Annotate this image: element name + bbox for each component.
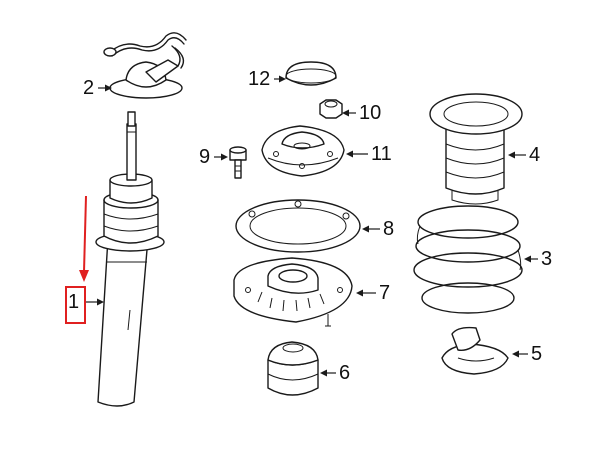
bolt-part [229,146,247,179]
gasket-part [235,199,361,253]
red-arrowhead [79,270,89,282]
callout-label-2[interactable]: 2 [83,77,95,99]
callout-label-3[interactable]: 3 [541,248,553,270]
red-highlight-box [65,286,86,324]
leader-lines [84,75,538,377]
callout-label-7[interactable]: 7 [379,282,391,304]
lower-mount-plate-part [233,257,353,327]
callout-label-5[interactable]: 5 [531,343,543,365]
nut-part [319,99,343,119]
coil-spring-part [413,205,523,314]
callout-label-8[interactable]: 8 [383,218,395,240]
strut-part [95,111,165,407]
callout-1-highlight [65,195,89,324]
cap-part [285,61,337,86]
red-arrow-icon [83,195,87,273]
callout-label-9[interactable]: 9 [199,146,211,168]
callout-label-10[interactable]: 10 [359,102,382,124]
dust-boot-part [429,93,523,205]
upper-mount-part [261,125,345,177]
callout-label-4[interactable]: 4 [529,144,541,166]
callout-label-6[interactable]: 6 [339,362,351,384]
callout-label-11[interactable]: 11 [371,143,392,165]
callout-label-1[interactable]: 1 [68,291,80,313]
spring-seat-part [441,326,509,375]
sensor-bracket-part [103,32,187,99]
bump-stop-part [267,341,319,396]
callout-label-12[interactable]: 12 [248,68,271,90]
